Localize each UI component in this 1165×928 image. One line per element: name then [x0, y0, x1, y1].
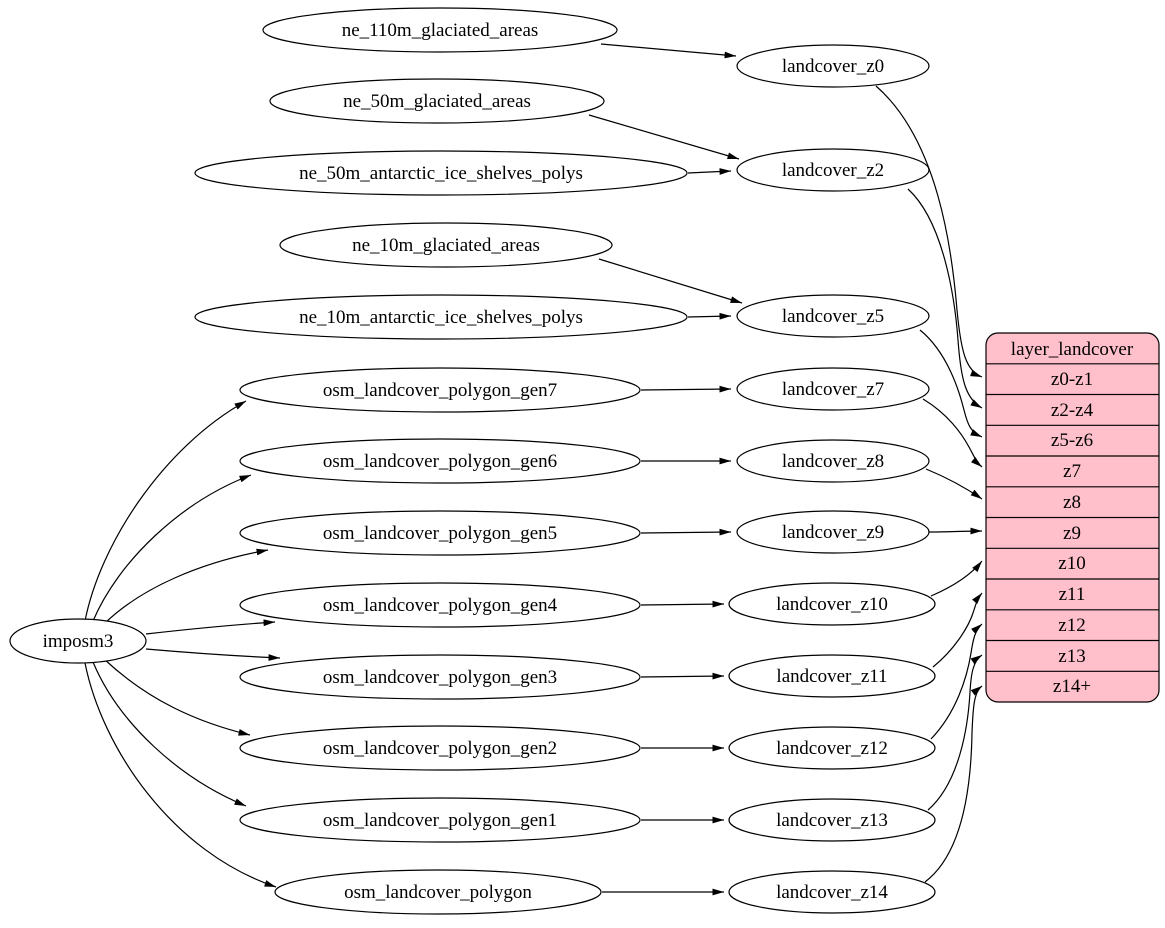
node-landcover_z11: landcover_z11: [728, 654, 936, 698]
node-landcover_z0: landcover_z0: [736, 44, 930, 88]
node-label: osm_landcover_polygon_gen7: [323, 380, 557, 401]
node-label: ne_10m_antarctic_ice_shelves_polys: [299, 307, 583, 328]
edge-landcover_z10-layer_landcover-z10: [930, 560, 983, 597]
record-row-z8: z8: [1063, 492, 1081, 513]
node-label: osm_landcover_polygon_gen6: [323, 451, 557, 472]
node-osm_landcover_polygon_gen3: osm_landcover_polygon_gen3: [239, 654, 641, 700]
record-row-z13: z13: [1058, 646, 1085, 667]
node-landcover_z5: landcover_z5: [736, 294, 930, 338]
record-row-z5-z6: z5-z6: [1051, 430, 1093, 451]
node-label: landcover_z13: [776, 810, 888, 831]
node-label: landcover_z0: [782, 56, 884, 77]
edge-osm_landcover_polygon_gen4-landcover_z10: [640, 600, 725, 608]
edge-imposm3-osm_landcover_polygon_gen6: [92, 474, 252, 622]
edge-imposm3-osm_landcover_polygon: [84, 662, 277, 888]
node-label: landcover_z8: [782, 451, 884, 472]
node-ne_10m_antarctic_ice_shelves_polys: ne_10m_antarctic_ice_shelves_polys: [194, 294, 688, 340]
edge-osm_landcover_polygon_gen7-landcover_z7: [640, 385, 732, 393]
node-osm_landcover_polygon_gen6: osm_landcover_polygon_gen6: [239, 438, 641, 484]
node-landcover_z7: landcover_z7: [736, 367, 930, 411]
node-label: landcover_z2: [782, 160, 884, 181]
node-osm_landcover_polygon: osm_landcover_polygon: [274, 869, 602, 915]
edge-ne_50m_antarctic_ice_shelves_polys-landcover_z2: [687, 168, 732, 175]
record-row-z14plus: z14+: [1053, 676, 1091, 697]
node-osm_landcover_polygon_gen2: osm_landcover_polygon_gen2: [239, 725, 641, 771]
node-osm_landcover_polygon_gen4: osm_landcover_polygon_gen4: [239, 582, 641, 628]
node-ne_50m_glaciated_areas: ne_50m_glaciated_areas: [269, 78, 605, 124]
edge-imposm3-osm_landcover_polygon_gen4: [145, 619, 276, 635]
record-row-z12: z12: [1058, 615, 1085, 636]
node-label: osm_landcover_polygon_gen1: [323, 810, 557, 831]
edge-landcover_z12-layer_landcover-z12: [930, 623, 983, 740]
node-label: osm_landcover_polygon_gen3: [323, 667, 557, 688]
node-label: landcover_z10: [776, 594, 888, 615]
edge-landcover_z2-layer_landcover-z2-z4: [907, 188, 983, 409]
node-label: ne_10m_glaciated_areas: [352, 235, 540, 256]
node-label: imposm3: [43, 631, 114, 652]
node-landcover_z2: landcover_z2: [736, 148, 930, 192]
edge-landcover_z8-layer_landcover-z8: [925, 468, 983, 500]
edge-imposm3-osm_landcover_polygon_gen1: [92, 661, 247, 807]
node-label: landcover_z5: [782, 306, 884, 327]
node-label: landcover_z11: [776, 666, 887, 687]
record-row-z2-z4: z2-z4: [1051, 400, 1094, 421]
node-landcover_z8: landcover_z8: [736, 439, 930, 483]
edge-landcover_z13-layer_landcover-z13: [927, 654, 983, 811]
edge-ne_110m_glaciated_areas-landcover_z0: [600, 43, 737, 59]
node-osm_landcover_polygon_gen1: osm_landcover_polygon_gen1: [239, 797, 641, 843]
record-title: layer_landcover: [1011, 339, 1134, 360]
edge-landcover_z7-layer_landcover-z7: [922, 398, 983, 468]
edge-ne_10m_antarctic_ice_shelves_polys-landcover_z5: [687, 312, 732, 320]
node-ne_10m_glaciated_areas: ne_10m_glaciated_areas: [279, 222, 613, 268]
edge-ne_50m_glaciated_areas-landcover_z2: [588, 114, 740, 160]
node-ne_50m_antarctic_ice_shelves_polys: ne_50m_antarctic_ice_shelves_polys: [194, 150, 688, 196]
edge-imposm3-osm_landcover_polygon_gen2: [103, 658, 251, 736]
edge-ne_10m_glaciated_areas-landcover_z5: [598, 258, 743, 304]
node-osm_landcover_polygon_gen7: osm_landcover_polygon_gen7: [239, 367, 641, 413]
node-label: landcover_z14: [776, 882, 888, 903]
node-label: landcover_z9: [782, 522, 884, 543]
record-row-z0-z1: z0-z1: [1051, 369, 1093, 390]
edge-landcover_z0-layer_landcover-z0-z1: [875, 85, 983, 378]
edge-imposm3-osm_landcover_polygon_gen5: [103, 548, 269, 625]
node-label: osm_landcover_polygon_gen2: [323, 738, 557, 759]
node-ne_110m_glaciated_areas: ne_110m_glaciated_areas: [262, 7, 618, 53]
node-label: landcover_z7: [782, 379, 884, 400]
node-label: osm_landcover_polygon_gen5: [323, 523, 557, 544]
node-imposm3: imposm3: [9, 618, 147, 664]
node-label: ne_50m_antarctic_ice_shelves_polys: [299, 163, 583, 184]
edge-landcover_z11-layer_landcover-z11: [932, 592, 983, 668]
record-row-z11: z11: [1059, 584, 1086, 605]
node-label: osm_landcover_polygon: [344, 882, 532, 903]
edge-landcover_z9-layer_landcover-z9: [928, 527, 983, 535]
edge-landcover_z14-layer_landcover-z14plus: [924, 685, 983, 883]
record-row-z10: z10: [1058, 553, 1085, 574]
node-layer_landcover: layer_landcover z0-z1 z2-z4 z5-z6 z7 z8 …: [985, 332, 1160, 703]
edge-osm_landcover_polygon_gen3-landcover_z11: [640, 672, 725, 680]
node-label: osm_landcover_polygon_gen4: [323, 595, 558, 616]
record-row-z7: z7: [1063, 461, 1081, 482]
node-osm_landcover_polygon_gen5: osm_landcover_polygon_gen5: [239, 510, 641, 556]
node-landcover_z10: landcover_z10: [728, 582, 936, 626]
edge-landcover_z5-layer_landcover-z5-z6: [919, 329, 983, 438]
node-label: ne_110m_glaciated_areas: [342, 20, 539, 41]
node-label: ne_50m_glaciated_areas: [343, 91, 531, 112]
node-landcover_z9: landcover_z9: [736, 510, 930, 554]
node-landcover_z14: landcover_z14: [728, 870, 936, 914]
node-label: landcover_z12: [776, 738, 888, 759]
node-landcover_z12: landcover_z12: [728, 726, 936, 770]
edge-imposm3-osm_landcover_polygon_gen3: [145, 648, 281, 661]
edge-imposm3-osm_landcover_polygon_gen7: [84, 400, 247, 622]
node-landcover_z13: landcover_z13: [728, 798, 936, 842]
edge-osm_landcover_polygon_gen5-landcover_z9: [640, 528, 732, 536]
record-row-z9: z9: [1063, 523, 1081, 544]
